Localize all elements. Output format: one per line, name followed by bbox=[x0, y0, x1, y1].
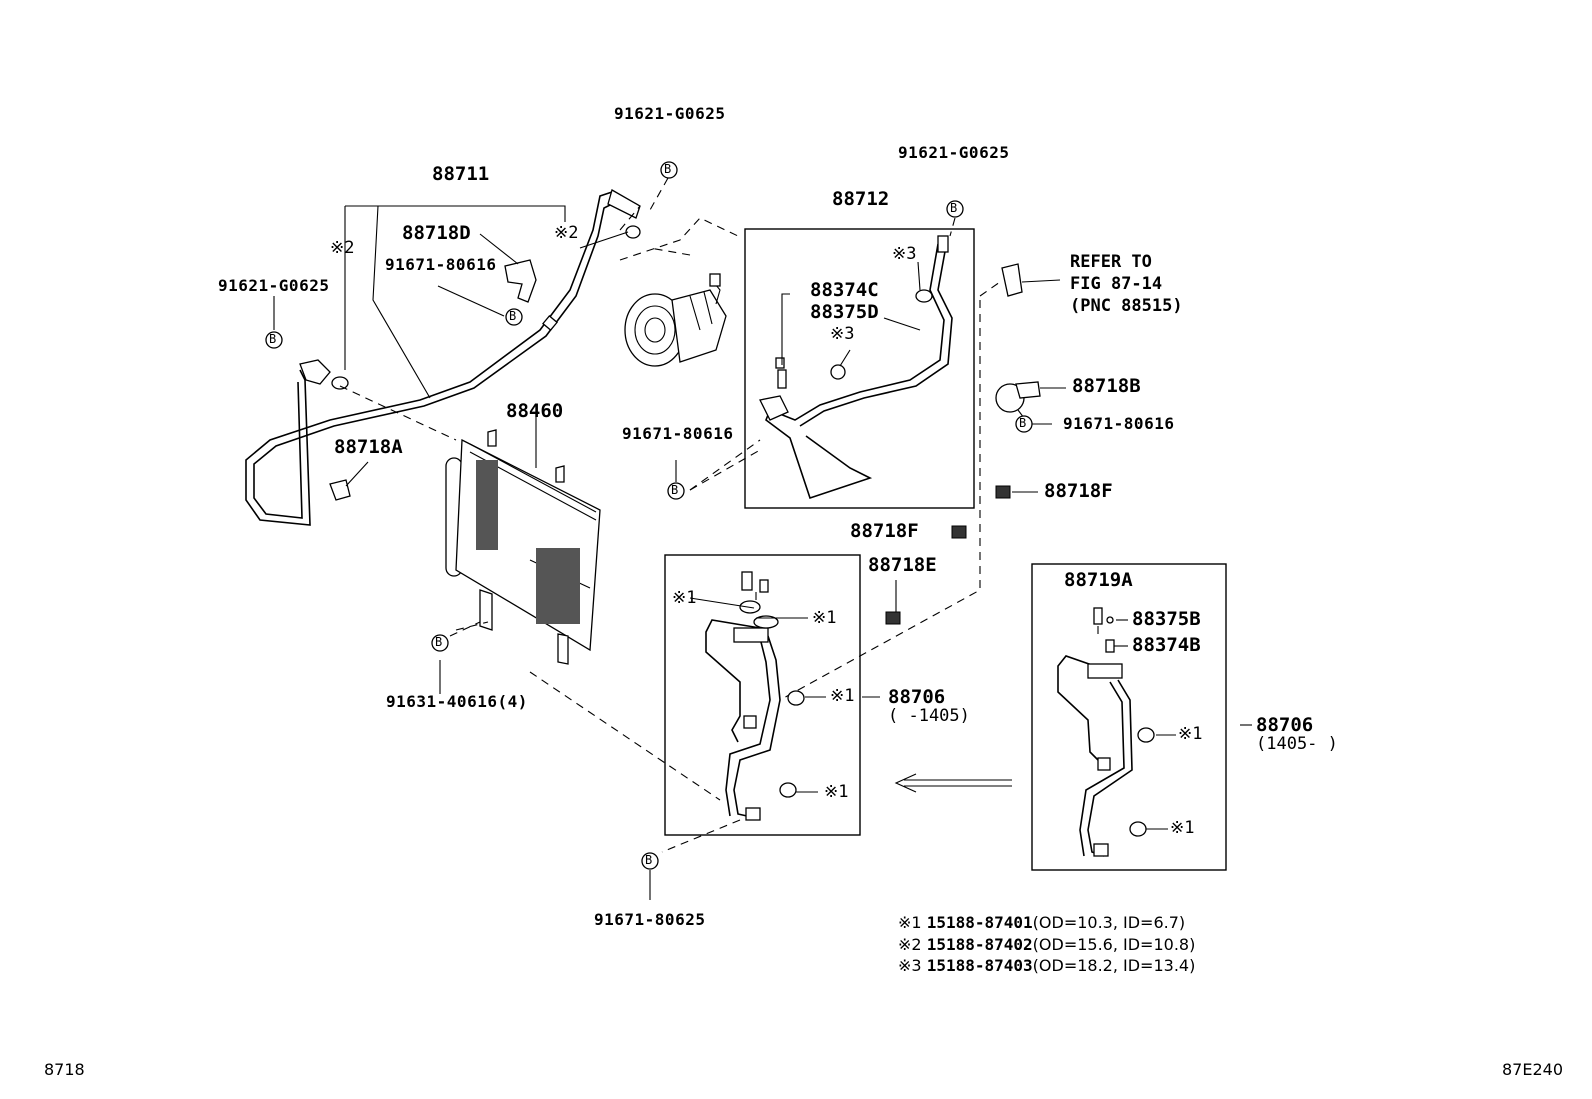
b-circle-label: B bbox=[645, 853, 653, 867]
label-91621-left: 91621-G0625 bbox=[218, 276, 330, 295]
clamp-88718A bbox=[329, 461, 369, 501]
label-91671-80616-top: 91671-80616 bbox=[385, 255, 497, 274]
label-88711: 88711 bbox=[432, 163, 490, 185]
b-circle-label: B bbox=[664, 162, 672, 176]
clamp-88718E bbox=[885, 611, 901, 625]
mark-1-d: ※1 bbox=[824, 782, 849, 802]
b-circle-label: B bbox=[1019, 416, 1027, 430]
mark-2-right: ※2 bbox=[554, 223, 579, 243]
label-88374C: 88374C bbox=[810, 279, 879, 301]
label-88706-right: 88706 bbox=[1256, 714, 1314, 736]
note-row: ※2 15188-87402(OD=15.6, ID=10.8) bbox=[898, 934, 1196, 954]
box-88706-right bbox=[1031, 563, 1227, 871]
label-91671-80616-right: 91671-80616 bbox=[1063, 414, 1175, 433]
box-88706-left bbox=[664, 554, 861, 836]
b-circle-label: B bbox=[435, 635, 443, 649]
b-circle-label: B bbox=[671, 483, 679, 497]
label-88375B: 88375B bbox=[1132, 608, 1201, 630]
clamp-88718D bbox=[504, 259, 537, 303]
arrow-left bbox=[894, 773, 1012, 793]
bracket-88711 bbox=[344, 205, 566, 399]
pipe-88706-right bbox=[1057, 607, 1155, 857]
label-88712: 88712 bbox=[832, 188, 890, 210]
mark-3-mid: ※3 bbox=[830, 324, 855, 344]
hose-88711 bbox=[245, 189, 641, 526]
clamp-88718F-right bbox=[995, 485, 1011, 499]
box-88712 bbox=[744, 228, 975, 509]
label-91631: 91631-40616(4) bbox=[386, 692, 528, 711]
label-88706-left-range: ( -1405) bbox=[888, 706, 970, 726]
label-88706-left: 88706 bbox=[888, 686, 946, 708]
label-88718B: 88718B bbox=[1072, 375, 1141, 397]
condenser-88460 bbox=[445, 429, 601, 665]
mark-1-c: ※1 bbox=[830, 686, 855, 706]
footer-left-code: 8718 bbox=[44, 1060, 85, 1079]
label-88718E: 88718E bbox=[868, 554, 937, 576]
clamp-88718B bbox=[995, 381, 1066, 413]
mark-1-f: ※1 bbox=[1170, 818, 1195, 838]
label-88375D: 88375D bbox=[810, 301, 879, 323]
note-row: ※3 15188-87403(OD=18.2, ID=13.4) bbox=[898, 956, 1196, 976]
part-88515-ref bbox=[1001, 263, 1061, 297]
label-88718D: 88718D bbox=[402, 222, 471, 244]
label-88718A: 88718A bbox=[334, 436, 403, 458]
b-circle-label: B bbox=[950, 201, 958, 215]
b-circle-label: B bbox=[509, 309, 517, 323]
label-88718F-mid: 88718F bbox=[850, 520, 919, 542]
pipe-88706-left bbox=[705, 571, 805, 821]
mark-2-left: ※2 bbox=[330, 238, 355, 258]
mark-3-top: ※3 bbox=[892, 244, 917, 264]
refer-line-1: REFER TO bbox=[1070, 252, 1152, 272]
mark-1-a: ※1 bbox=[672, 588, 697, 608]
b-circles bbox=[265, 161, 1033, 870]
washer-notes: ※1 15188-87401(OD=10.3, ID=6.7) ※2 15188… bbox=[898, 912, 1195, 977]
compressor bbox=[624, 273, 727, 367]
note-row: ※1 15188-87401(OD=10.3, ID=6.7) bbox=[898, 913, 1186, 932]
refer-line-2: FIG 87-14 bbox=[1070, 274, 1163, 294]
footer-right-code: 87E240 bbox=[1502, 1060, 1564, 1079]
mark-1-b: ※1 bbox=[812, 608, 837, 628]
label-91671-80616-mid: 91671-80616 bbox=[622, 424, 734, 443]
label-88706-right-range: (1405- ) bbox=[1256, 734, 1338, 754]
refer-line-3: (PNC 88515) bbox=[1070, 296, 1183, 316]
hose-88712 bbox=[759, 235, 953, 500]
label-88460: 88460 bbox=[506, 400, 564, 422]
label-88374B: 88374B bbox=[1132, 634, 1201, 656]
label-88718F-right: 88718F bbox=[1044, 480, 1113, 502]
label-88719A: 88719A bbox=[1064, 569, 1133, 591]
mark-1-e: ※1 bbox=[1178, 724, 1203, 744]
b-circle-label: B bbox=[269, 332, 277, 346]
clamp-88718F-mid bbox=[951, 525, 967, 539]
label-91621-top: 91621-G0625 bbox=[614, 104, 726, 123]
label-91621-right: 91621-G0625 bbox=[898, 143, 1010, 162]
label-91671-80625: 91671-80625 bbox=[594, 910, 706, 929]
